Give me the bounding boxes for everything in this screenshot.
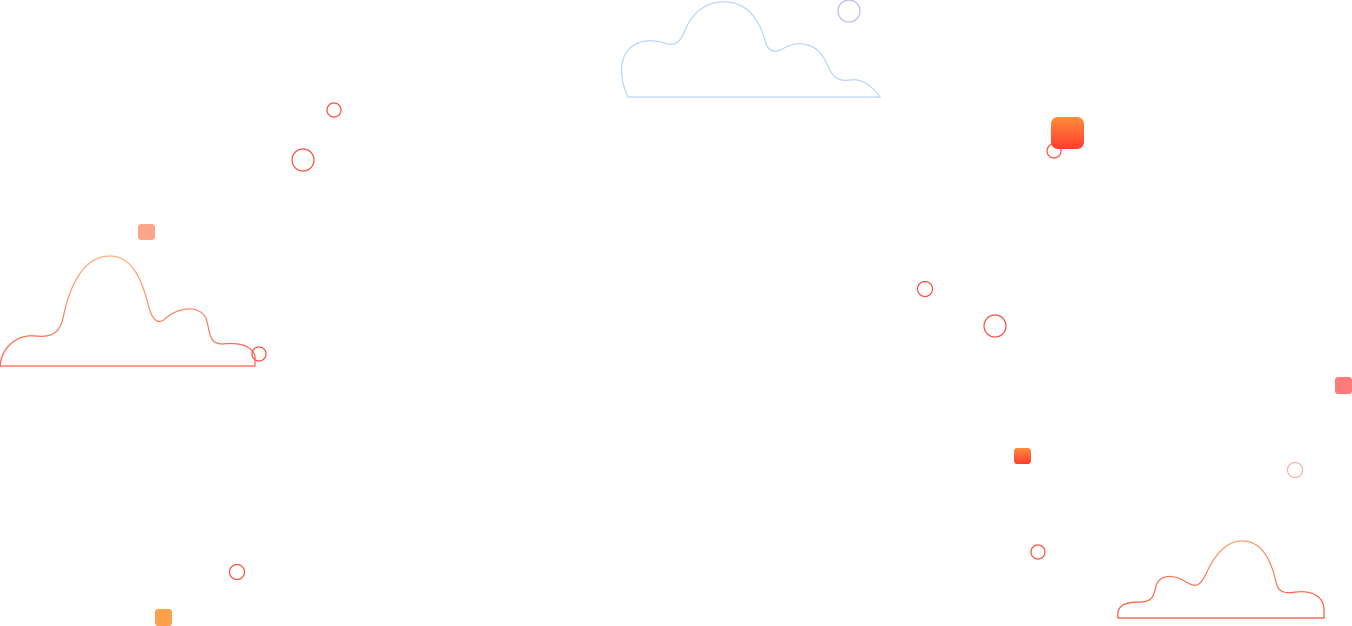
- circle-outline-icon: [1286, 461, 1304, 479]
- circle-outline-icon: [326, 102, 342, 118]
- circle-outline-icon: [291, 148, 315, 172]
- rounded-square-icon: [138, 224, 155, 240]
- rounded-square-icon: [155, 609, 172, 626]
- circle-outline-icon: [228, 563, 246, 581]
- cloud-outline-icon: [620, 1, 882, 98]
- circle-outline-icon: [837, 0, 861, 23]
- circle-outline-icon: [251, 346, 267, 362]
- circle-outline-icon: [916, 280, 934, 298]
- circle-outline-icon: [1030, 544, 1046, 560]
- rounded-square-icon: [1335, 377, 1352, 394]
- cloud-outline-icon: [0, 255, 256, 367]
- circle-outline-icon: [983, 314, 1007, 338]
- cloud-outline-icon: [1117, 540, 1325, 619]
- rounded-square-icon: [1051, 117, 1084, 149]
- rounded-square-icon: [1014, 448, 1031, 464]
